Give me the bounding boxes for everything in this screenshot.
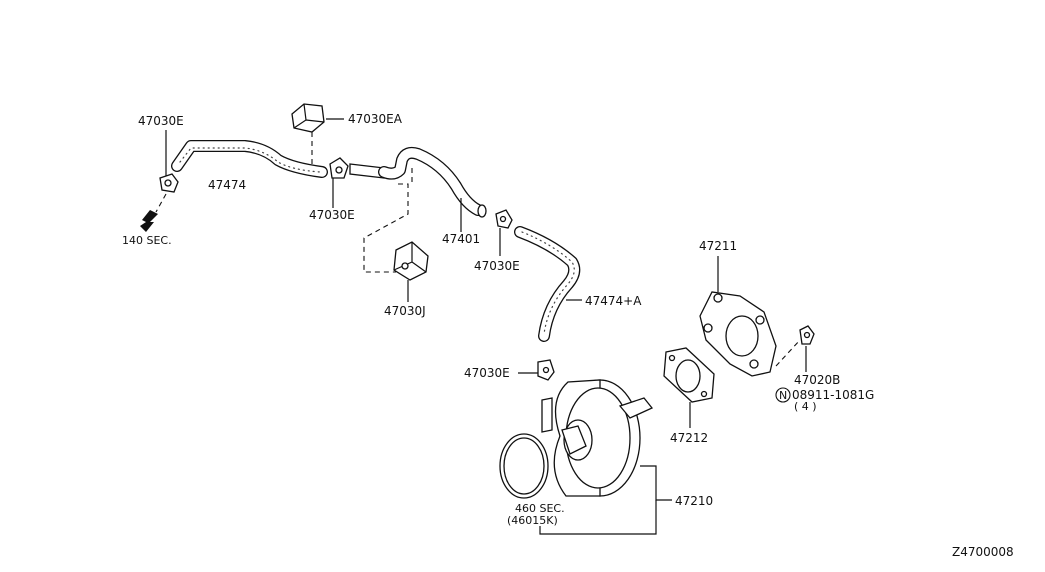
hose-47474 [171,140,328,178]
label-460sec: 460 SEC. [515,502,565,515]
hose-47401 [349,146,487,218]
dashed-47030j [363,183,409,273]
dashed-nut [775,339,801,367]
arrow-140sec-icon [140,210,158,232]
label-clip-e-low: 47030E [464,366,510,380]
clip-47030e-mid [329,157,349,179]
label-booster-47210: 47210 [675,494,713,508]
label-hose-47474: 47474 [208,178,246,192]
gasket-47212 [663,347,715,403]
clip-47030e-right [495,209,513,229]
label-hose-47401: 47401 [442,232,480,246]
connector-47030j [393,241,429,281]
nut-47020b [799,325,815,345]
clip-47030e-low [537,359,555,381]
nut-spec-symbol: N [779,389,787,402]
label-nut-qty: ( 4 ) [794,400,817,413]
label-140sec: 140 SEC. [122,234,172,247]
diagram-code: Z4700008 [952,545,1014,559]
label-gasket-47211: 47211 [699,239,737,253]
dashed-to-140sec [155,193,167,213]
label-hose-47474a: 47474+A [585,294,642,308]
label-clip-e-mid: 47030E [309,208,355,222]
label-nut-spec: 08911-1081G [792,388,874,402]
leader-47210 [640,465,672,501]
n-circle-icon: N [775,387,791,403]
label-connector-j: 47030J [384,304,426,318]
o-ring-460sec [499,433,549,499]
brake-booster-47210 [541,379,654,497]
label-gasket-47212: 47212 [670,431,708,445]
label-clip-e-right: 47030E [474,259,520,273]
label-clip-ea: 47030EA [348,112,403,126]
clip-47030ea [291,103,325,133]
label-460sec-ref: (46015K) [507,514,558,527]
hose-47474a [514,226,581,342]
clip-47030e-upper-left [159,173,179,193]
flange-47211 [699,291,777,377]
label-nut-47020b: 47020B [794,373,840,387]
label-clip-e-top: 47030E [138,114,184,128]
